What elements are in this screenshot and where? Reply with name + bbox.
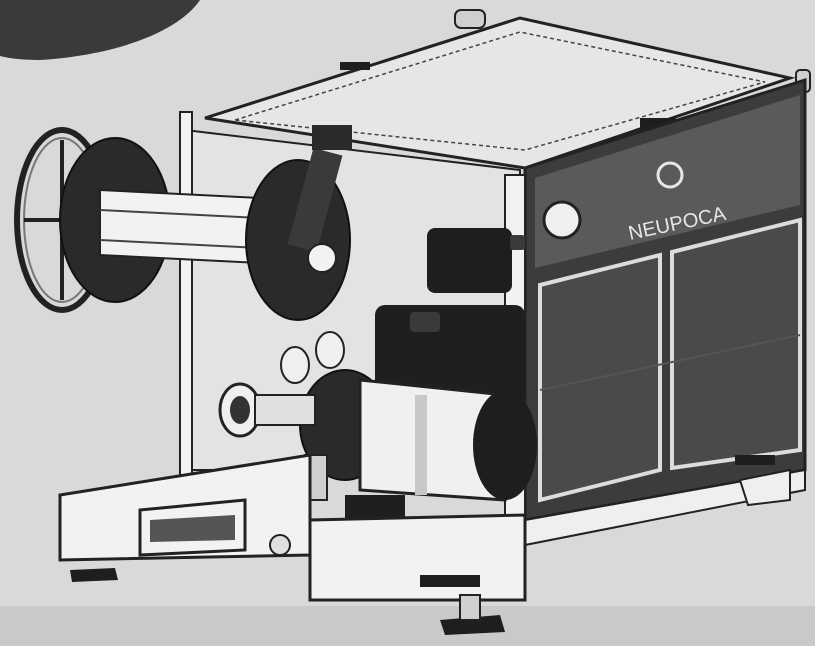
lift-lug-top [454, 9, 486, 29]
fuel-tank [427, 228, 512, 293]
side-panel-lower-right [670, 217, 802, 471]
foot-left [70, 568, 118, 582]
corner-blob [0, 0, 200, 60]
top-lid-inner [234, 31, 766, 151]
lid-latch-2 [340, 62, 370, 70]
brand-logo-mark [656, 161, 684, 189]
bottom-band [0, 606, 815, 646]
vent-porthole [542, 200, 582, 240]
skid-base-right [308, 513, 527, 602]
foot-right [440, 615, 505, 635]
side-panel-upper [535, 95, 800, 268]
